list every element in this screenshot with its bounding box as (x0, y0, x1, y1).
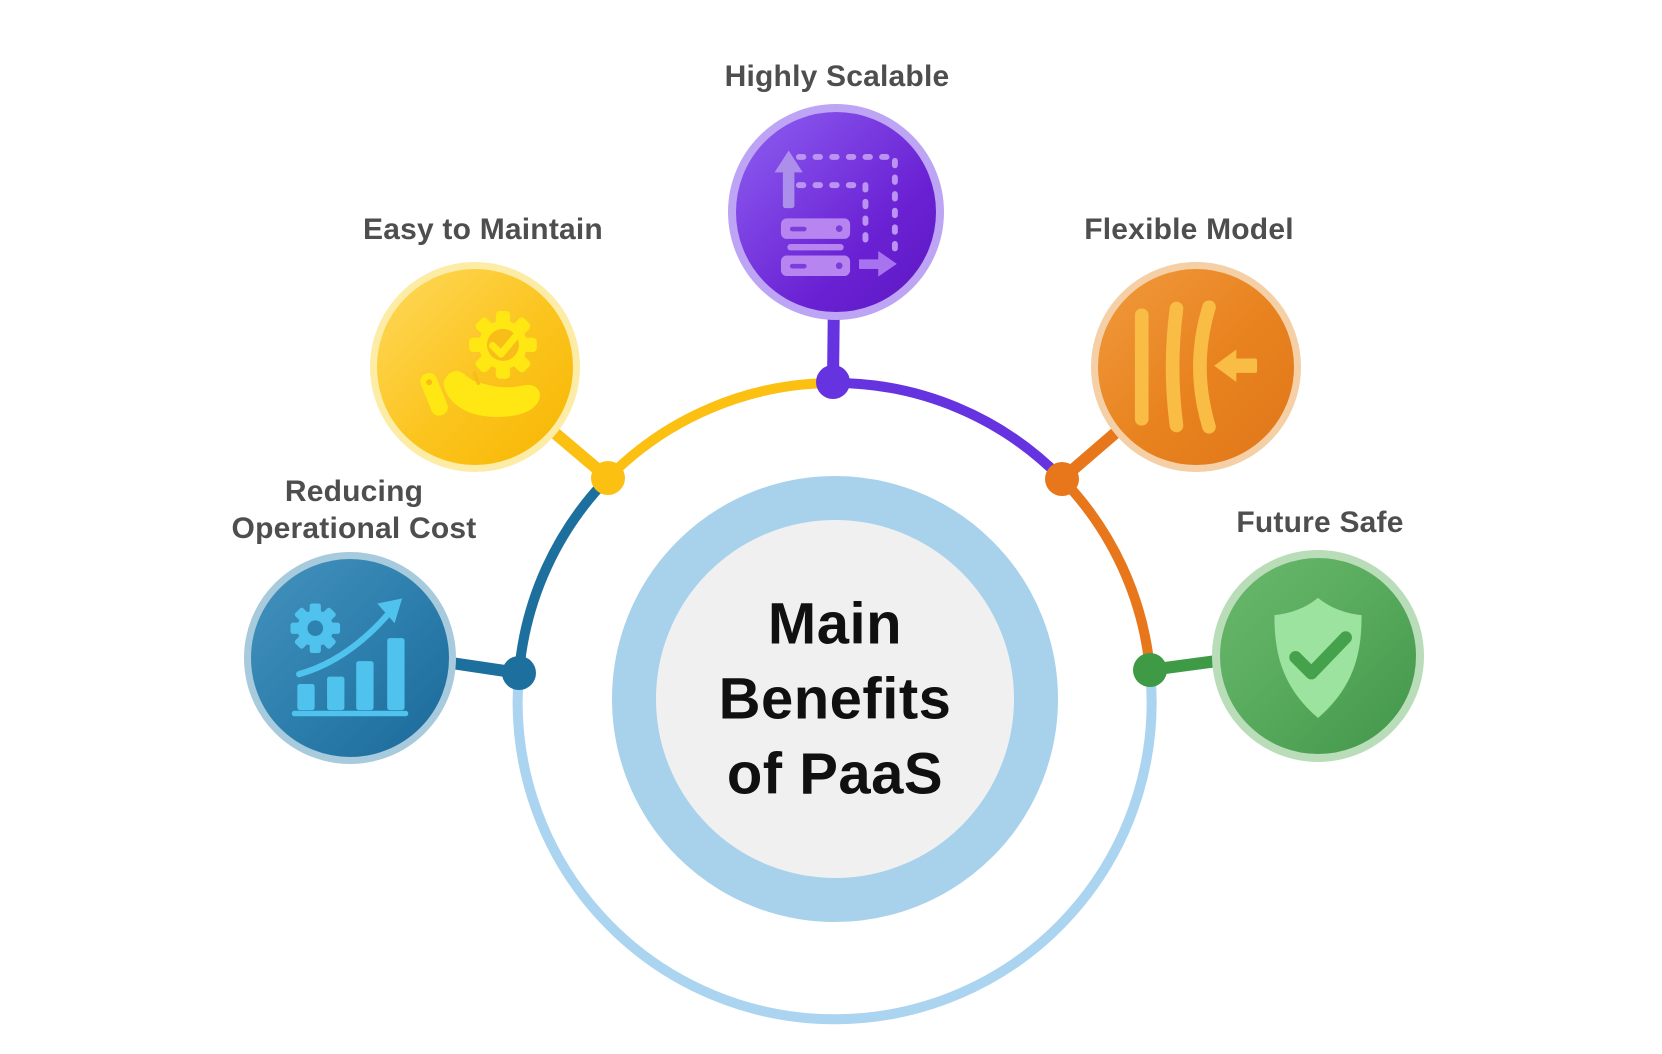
benefit-circle-flexible-model (1091, 262, 1301, 472)
benefit-circle-reducing-cost (244, 552, 456, 764)
arc-orange-right (1057, 474, 1155, 675)
title-line-3: of PaaS (726, 741, 944, 807)
benefit-circle-future-safe (1212, 550, 1424, 762)
dot-orange (1045, 462, 1079, 496)
dot-purple (816, 365, 850, 399)
dot-blue (502, 656, 536, 690)
arc-purple-topright (828, 377, 1067, 484)
title-line-1: Main (767, 591, 903, 657)
benefit-label-highly-scalable: Highly Scalable (724, 60, 950, 93)
benefit-circle-easy-to-maintain (370, 262, 580, 472)
dot-yellow (591, 461, 625, 495)
shield-check-icon (1274, 597, 1362, 719)
benefit-label-flexible-model: Flexible Model (1084, 213, 1294, 246)
flex-bars-arrow-icon (1134, 300, 1258, 434)
gear-growth-chart-icon (290, 598, 409, 717)
benefit-label-easy-to-maintain: Easy to Maintain (363, 213, 603, 246)
benefit-label-future-safe: Future Safe (1236, 506, 1404, 539)
diagram-title: Main Benefits of PaaS (719, 587, 952, 812)
dot-green (1133, 653, 1167, 687)
arc-lightblue-bottom (512, 665, 1157, 1025)
arc-yellow-topleft (603, 378, 838, 483)
hand-gear-check-icon (420, 311, 540, 417)
arc-teal-left (514, 473, 613, 678)
scaling-path-servers-icon (774, 150, 898, 277)
benefit-circle-highly-scalable (728, 104, 944, 320)
title-line-2: Benefits (718, 666, 952, 732)
benefit-label-reducing-operational-cost: Reducing Operational Cost (231, 475, 477, 545)
